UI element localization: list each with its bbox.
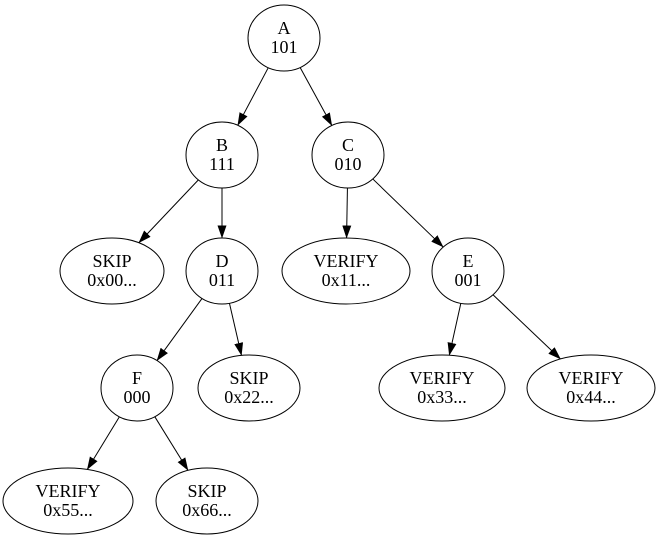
node-label-line2: 0x22... — [224, 387, 274, 407]
node-label-line1: SKIP — [187, 481, 226, 501]
node-label-line2: 0x11... — [322, 270, 371, 290]
node-label-line2: 0x33... — [417, 387, 467, 407]
edge-layer — [86, 67, 561, 471]
node-label-line1: SKIP — [229, 368, 268, 388]
node-label-line2: 010 — [335, 154, 362, 174]
node-label-line1: VERIFY — [558, 368, 623, 388]
node-label-line1: SKIP — [92, 251, 131, 271]
node-label-line2: 000 — [124, 387, 151, 407]
edge-E-verify33 — [447, 303, 462, 356]
node-ellipse-shape — [155, 467, 259, 535]
node-label-line1: B — [216, 135, 228, 155]
edge-C-verify11 — [342, 187, 352, 239]
node-label-line1: VERIFY — [409, 368, 474, 388]
edge-A-B — [237, 67, 269, 126]
node-circle-shape — [431, 237, 505, 305]
node-ellipse-shape — [378, 354, 506, 422]
edge-A-C — [299, 67, 333, 126]
node-label-line2: 0x66... — [182, 500, 232, 520]
edge-D-skip22 — [228, 303, 244, 356]
node-ellipse-shape — [2, 467, 134, 535]
edge-D-F — [156, 298, 203, 361]
node-circle-shape — [247, 4, 321, 72]
node-label-line2: 0x55... — [43, 500, 93, 520]
node-label-line2: 0x00... — [87, 270, 137, 290]
node-circle-shape — [311, 121, 385, 189]
node-label-line1: D — [216, 251, 229, 271]
node-circle-shape — [100, 354, 174, 422]
node-label-line1: VERIFY — [35, 481, 100, 501]
node-label-line1: VERIFY — [313, 251, 378, 271]
edge-F-verify55 — [86, 416, 120, 470]
node-label-line1: A — [278, 18, 291, 38]
node-ellipse-shape — [281, 237, 411, 305]
node-circle-shape — [185, 237, 259, 305]
node-label-line2: 111 — [209, 154, 235, 174]
node-label-line2: 001 — [455, 270, 482, 290]
node-label-line1: F — [132, 368, 142, 388]
edge-C-E — [372, 178, 444, 248]
node-circle-shape — [185, 121, 259, 189]
edge-F-skip66 — [154, 416, 189, 471]
node-ellipse-shape — [59, 237, 165, 305]
node-ellipse-shape — [197, 354, 301, 422]
edge-E-verify44 — [492, 294, 561, 360]
node-label-line2: 0x44... — [566, 387, 616, 407]
node-label-line1: E — [463, 251, 474, 271]
edge-B-skip00 — [138, 179, 199, 244]
node-label-line1: C — [342, 135, 354, 155]
node-label-line2: 101 — [271, 37, 298, 57]
node-ellipse-shape — [526, 354, 656, 422]
node-label-line2: 011 — [209, 270, 235, 290]
